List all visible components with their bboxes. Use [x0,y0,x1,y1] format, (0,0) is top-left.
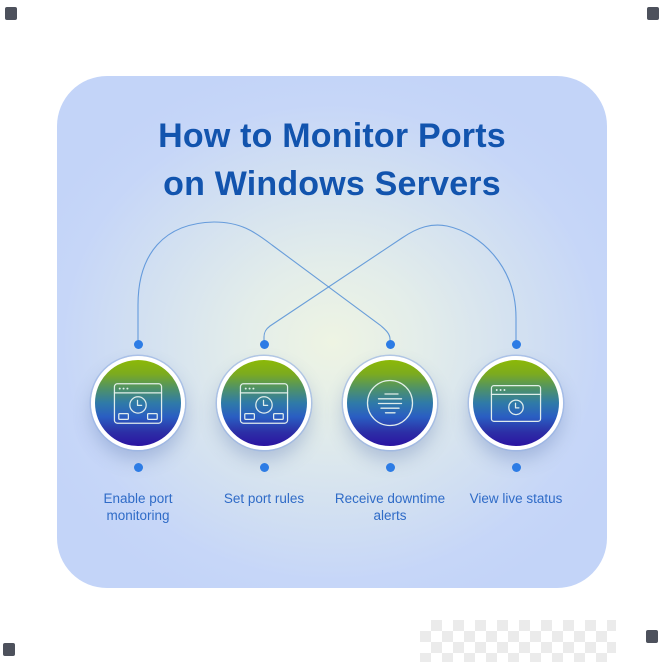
transparency-checker-artifact [420,620,616,662]
title-line-1: How to Monitor Ports [158,117,506,155]
corner-artifact [5,7,17,20]
connector-dot-bottom [511,463,521,472]
step-circle [91,356,185,450]
step-circle [469,356,563,450]
page-title: How to Monitor Ports on Windows Servers [57,112,607,208]
connector-dot-top [259,340,269,349]
step-view-live-status: View live status [453,340,579,524]
browser-clock-icon [239,382,289,424]
step-enable-port-monitoring: Enable port monitoring [75,340,201,524]
step-label: Set port rules [223,491,305,506]
connector-dot-bottom [259,463,269,472]
alert-lines-icon [366,379,414,427]
step-receive-downtime-alerts: Receive downtime alerts [327,340,453,524]
connector-dot-top [385,340,395,349]
step-set-port-rules: Set port rules [201,340,327,524]
corner-artifact [647,7,659,20]
step-label: View live status [469,491,563,506]
browser-status-icon [490,384,542,422]
step-circle [217,356,311,450]
step-label: Receive downtime alerts [334,491,446,523]
title-line-2: on Windows Servers [163,165,501,203]
connector-dot-top [133,340,143,349]
corner-artifact [646,630,658,643]
connector-dot-top [511,340,521,349]
step-label: Enable port monitoring [103,491,173,523]
browser-clock-icon [113,382,163,424]
connector-dot-bottom [133,463,143,472]
corner-artifact [3,643,15,656]
connector-dot-bottom [385,463,395,472]
step-circle [343,356,437,450]
steps-row: Enable port monitoring Set port rules [75,340,579,524]
